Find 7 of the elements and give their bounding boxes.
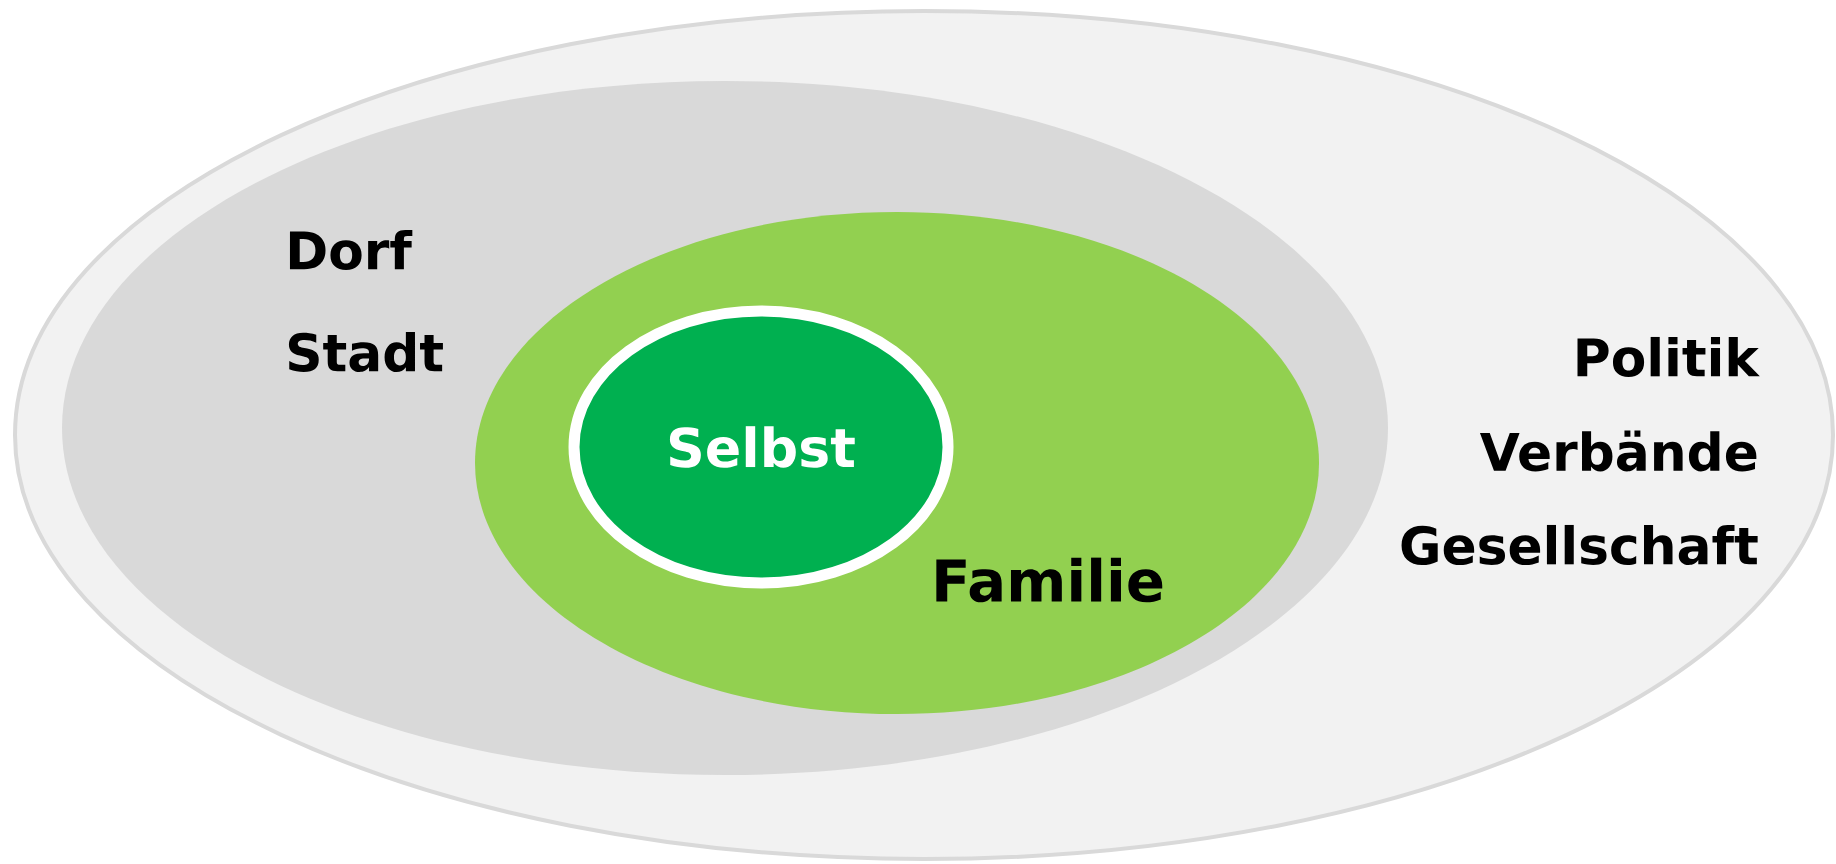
ellipse-label: Selbst bbox=[669, 426, 855, 468]
ellipse-label: Verbände bbox=[1479, 430, 1757, 472]
ellipse-label: Dorf bbox=[289, 229, 413, 271]
ellipse-label: Stadt bbox=[288, 331, 443, 373]
ellipse-label: Politik bbox=[1577, 336, 1760, 378]
ellipse-label: Familie bbox=[936, 557, 1163, 603]
ellipse-label: Gesellschaft bbox=[1401, 524, 1758, 566]
